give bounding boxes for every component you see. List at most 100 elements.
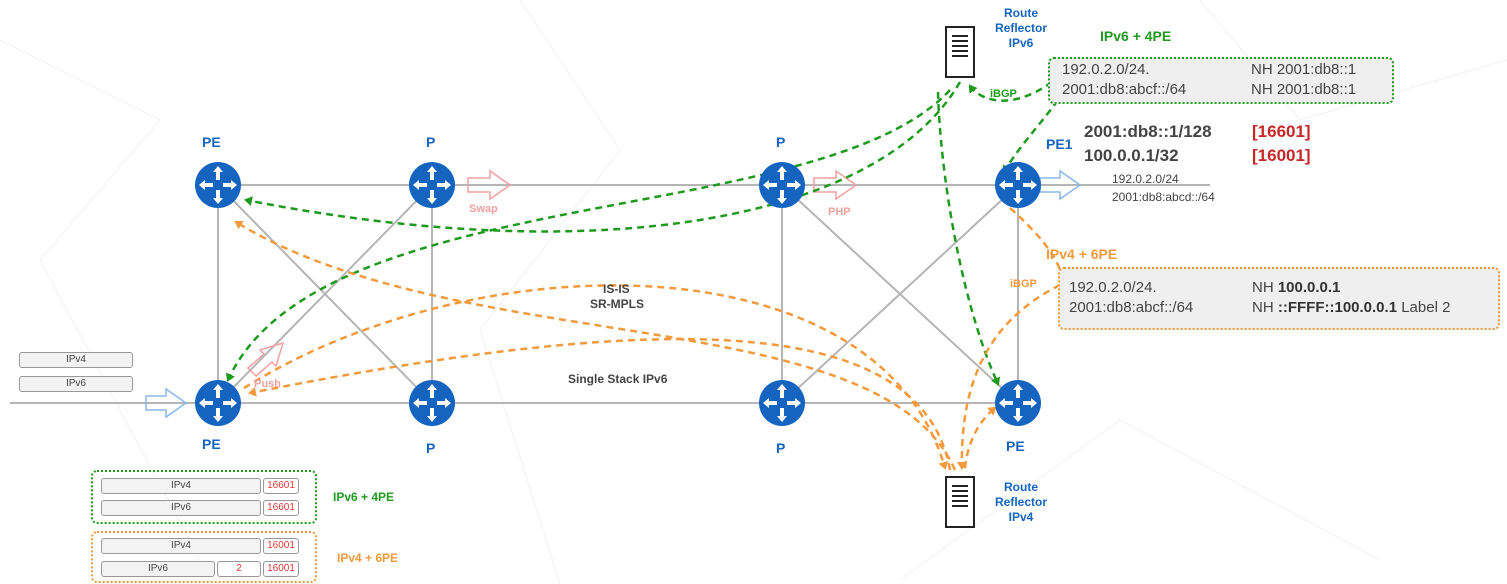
orange-path-rr-to-pe-bottom: [248, 337, 952, 471]
ipv4-bgp-nh-1-addr: 100.0.0.1: [1277, 279, 1341, 296]
ipv4-bgp-prefix-1: 192.0.2.0/24.: [1069, 279, 1157, 296]
ipv6-bgp-prefix-1: 192.0.2.0/24.: [1062, 61, 1150, 78]
ipv6-4pe-title: IPv6 + 4PE: [1100, 28, 1172, 44]
rr-ipv4-line-3: IPv4: [1008, 510, 1034, 524]
ibgp-label-ipv4: iBGP: [1010, 278, 1037, 290]
pe1-sid-table: 2001:db8::1/128 [16601] 100.0.0.1/32 [16…: [1084, 120, 1324, 168]
action-arrows: [145, 169, 1082, 419]
pe1-route-2: 2001:db8:abcd::/64: [1112, 190, 1215, 204]
link-cross-right-b: [781, 184, 1019, 404]
orange-ibgp-pe: [963, 406, 997, 469]
stack-ipv4-6pe-title: IPv4 + 6PE: [337, 551, 399, 565]
ingress-packet-ipv6: IPv6: [19, 376, 133, 392]
push-arrow: [246, 341, 285, 378]
stack-ipv4-6pe-payload-1: IPv4: [101, 538, 261, 554]
server-icon-rr-ipv6[interactable]: [945, 26, 975, 78]
orange-path-pe1-to-box: [1009, 207, 1062, 271]
pe1-sid-prefix-1: 2001:db8::1/128: [1084, 122, 1212, 141]
orange-path-rr-to-pe-top: [234, 220, 957, 471]
pe1-sid-value-2: [16001]: [1252, 146, 1311, 165]
rr-ipv4-line-2: Reflector: [995, 495, 1048, 509]
stack-ipv4-6pe-inner-label: 2: [217, 561, 261, 577]
php-label: PHP: [828, 206, 851, 218]
pe1-route-1: 192.0.2.0/24: [1112, 172, 1179, 186]
router-icon-p-top-left[interactable]: [409, 162, 455, 208]
srmpls-label: SR-MPLS: [590, 297, 644, 311]
ibgp-label-ipv6: iBGP: [990, 88, 1017, 100]
node-label-pe-top-left: PE: [202, 134, 221, 150]
stack-ipv6-4pe-label-2: 16601: [263, 500, 299, 516]
node-label-pe-bottom-left: PE: [202, 436, 221, 452]
router-icon-pe-bottom-right[interactable]: [995, 380, 1041, 426]
push-label: Push: [254, 378, 281, 390]
swap-arrow: [467, 169, 512, 201]
stack-ipv6-4pe: [91, 470, 317, 524]
ipv4-bgp-nh-1-pre: NH: [1252, 279, 1278, 296]
ipv6-bgp-nh-1: NH 2001:db8::1: [1251, 61, 1357, 78]
green-path-rr-to-pe-top: [244, 81, 962, 233]
router-icon-pe-top-left[interactable]: [195, 162, 241, 208]
ipv4-bgp-prefix-2: 2001:db8:abcf::/64: [1069, 299, 1194, 316]
single-stack-label: Single Stack IPv6: [568, 372, 668, 386]
rr-ipv6-line-2: Reflector: [995, 21, 1048, 35]
isis-label: IS-IS: [603, 282, 630, 296]
stack-ipv6-4pe-title: IPv6 + 4PE: [333, 490, 395, 504]
pe1-sid-prefix-2: 100.0.0.1/32: [1084, 146, 1179, 165]
ipv4-bgp-nh-1: NH 100.0.0.1: [1252, 278, 1340, 298]
ipv6-bgp-prefix-2: 2001:db8:abcf::/64: [1062, 81, 1187, 98]
ipv6-4pe-paths: [225, 80, 1060, 386]
egress-arrow: [1039, 169, 1082, 201]
node-label-p-bottom-left: P: [426, 440, 436, 456]
ipv4-bgp-nh-2-addr: ::FFFF::100.0.0.1: [1277, 299, 1398, 316]
ipv4-6pe-paths: [234, 207, 1062, 471]
ipv4-bgp-nh-2: NH ::FFFF::100.0.0.1 Label 2: [1252, 298, 1450, 318]
router-icon-pe1[interactable]: [995, 162, 1041, 208]
server-icon-rr-ipv4[interactable]: [945, 476, 975, 528]
node-label-p-top-left: P: [426, 134, 436, 150]
rr-ipv6-line-1: Route: [1004, 6, 1038, 20]
ipv4-bgp-nh-2-label: Label 2: [1397, 299, 1451, 316]
node-label-p-top-right: P: [776, 134, 786, 150]
ipv6-bgp-row-1: 192.0.2.0/24. NH 2001:db8::1: [1062, 60, 1392, 80]
green-ibgp-arrow: [968, 80, 1053, 102]
pe1-routes: 192.0.2.0/24 2001:db8:abcd::/64: [1112, 170, 1215, 206]
orange-ibgp-down: [956, 283, 1061, 470]
router-icon-p-top-right[interactable]: [759, 162, 805, 208]
ipv4-6pe-title: IPv4 + 6PE: [1046, 246, 1118, 262]
ingress-arrow: [145, 387, 188, 419]
green-path-rr-to-pe-bottom: [225, 89, 951, 382]
stack-ipv6-4pe-payload-2: IPv6: [101, 500, 261, 516]
ipv4-bgp-nh-2-pre: NH: [1252, 299, 1278, 316]
rr-ipv6-label: Route Reflector IPv6: [995, 6, 1047, 51]
rr-ipv4-line-1: Route: [1004, 480, 1038, 494]
pe1-sid-row-1: 2001:db8::1/128 [16601]: [1084, 120, 1324, 144]
node-label-p-bottom-right: P: [776, 440, 786, 456]
stack-ipv4-6pe-label-2: 16001: [263, 561, 299, 577]
ingress-packet-ipv4: IPv4: [19, 352, 133, 368]
ipv6-bgp-row-2: 2001:db8:abcf::/64 NH 2001:db8::1: [1062, 80, 1392, 100]
node-label-pe1: PE1: [1046, 136, 1073, 152]
router-icon-p-bottom-right[interactable]: [759, 380, 805, 426]
stack-ipv6-4pe-label-1: 16601: [263, 478, 299, 494]
stack-ipv6-4pe-payload-1: IPv4: [101, 478, 261, 494]
ipv4-bgp-box: 192.0.2.0/24. NH 100.0.0.1 2001:db8:abcf…: [1058, 267, 1500, 330]
router-icon-pe-bottom-left[interactable]: [195, 380, 241, 426]
stack-ipv4-6pe-payload-2: IPv6: [101, 561, 215, 577]
pe1-sid-row-2: 100.0.0.1/32 [16001]: [1084, 144, 1324, 168]
ipv6-bgp-nh-2: NH 2001:db8::1: [1251, 81, 1357, 98]
link-cross-left-b: [217, 184, 433, 404]
rr-ipv6-line-3: IPv6: [1008, 36, 1034, 50]
stack-ipv4-6pe: [91, 531, 317, 583]
ipv6-bgp-box: 192.0.2.0/24. NH 2001:db8::1 2001:db8:ab…: [1048, 57, 1394, 104]
router-icon-p-bottom-left[interactable]: [409, 380, 455, 426]
orange-path-pe-to-rr: [243, 284, 949, 470]
ipv4-bgp-row-2: 2001:db8:abcf::/64 NH ::FFFF::100.0.0.1 …: [1069, 298, 1498, 318]
php-arrow: [813, 169, 858, 201]
green-path-rr-to-pe-right: [936, 91, 1001, 386]
stack-ipv4-6pe-label-1: 16001: [263, 538, 299, 554]
node-label-pe-bottom-right: PE: [1006, 438, 1025, 454]
swap-label: Swap: [469, 203, 498, 215]
rr-ipv4-label: Route Reflector IPv4: [995, 480, 1047, 525]
